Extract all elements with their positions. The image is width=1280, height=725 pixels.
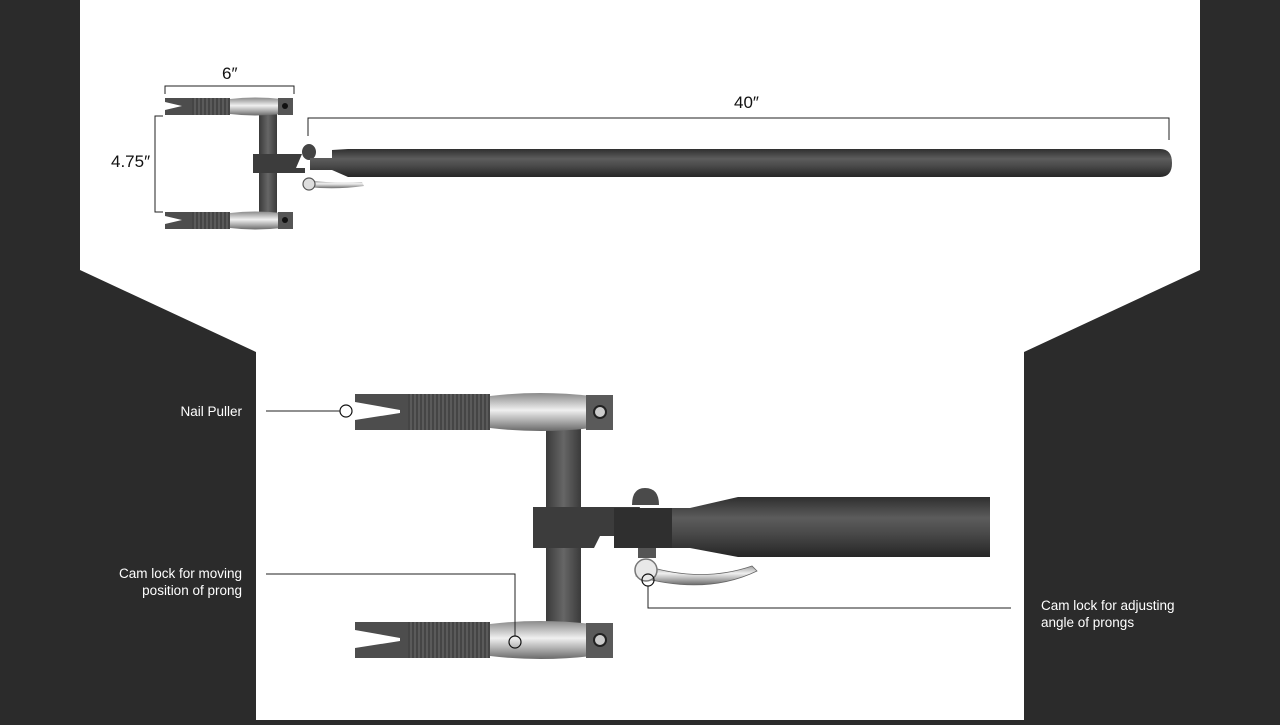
top-view-tool xyxy=(165,97,1172,230)
label-nail-puller: Nail Puller xyxy=(180,404,242,419)
callout-cam-lock-angle xyxy=(641,573,1011,609)
dimension-width-label: 6″ xyxy=(222,64,238,83)
callout-cam-lock-prong xyxy=(266,573,522,649)
label-cam-lock-prong-line1: Cam lock for moving xyxy=(118,566,242,581)
detail-prong-upper xyxy=(355,393,613,431)
detail-view-tool xyxy=(355,393,990,659)
top-view-prong-upper xyxy=(165,97,293,116)
dimension-length-label: 40″ xyxy=(734,93,759,112)
label-cam-lock-prong-line2: position of prong xyxy=(142,583,242,598)
dimension-length-bracket xyxy=(307,117,1170,140)
callout-nail-puller xyxy=(266,404,353,418)
dimension-height-label: 4.75″ xyxy=(111,152,151,171)
detail-prong-lower xyxy=(355,621,613,659)
label-cam-lock-angle: Cam lock for adjusting angle of prongs xyxy=(1041,597,1175,631)
dimension-height-bracket xyxy=(154,115,163,213)
top-view-prong-lower xyxy=(165,211,293,230)
label-cam-lock-prong: Cam lock for moving position of prong xyxy=(119,565,242,599)
label-cam-lock-angle-line2: angle of prongs xyxy=(1041,615,1135,630)
dimension-width-bracket xyxy=(164,85,295,94)
label-cam-lock-angle-line1: Cam lock for adjusting xyxy=(1041,598,1175,613)
